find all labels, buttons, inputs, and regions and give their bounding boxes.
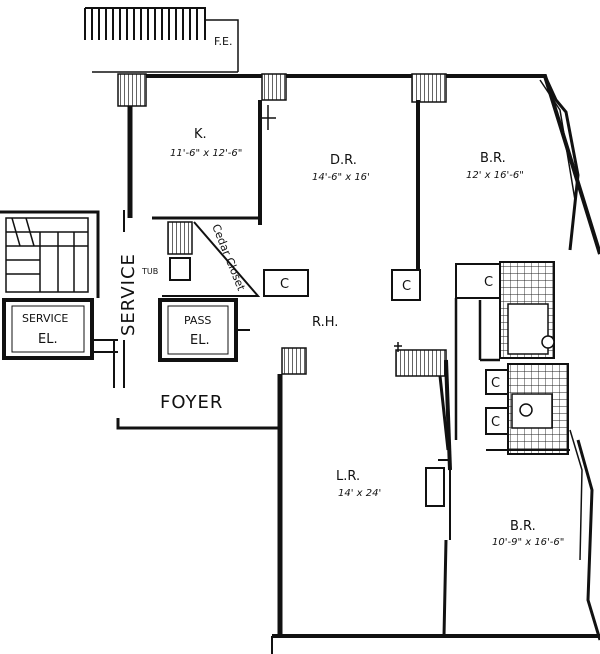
fire-escape-label: F.E. (214, 35, 233, 48)
service-elevator-label-el: EL. (38, 332, 58, 347)
tub-label: TUB (141, 267, 158, 276)
service-corridor-walls (113, 210, 280, 430)
bedroom-partitions (454, 298, 570, 451)
exterior-walls (117, 73, 600, 654)
pass-elevator-label-el: EL. (190, 333, 210, 348)
cedar-closet (162, 221, 261, 297)
fire-escape-stair (84, 7, 239, 73)
passenger-elevator (158, 298, 250, 362)
dining-room-dims: 14'-6" x 16' (312, 172, 370, 183)
closet-label-4: C (491, 376, 500, 391)
service-stair (0, 210, 100, 298)
service-elevator (2, 298, 118, 360)
dining-room-label: D.R. (330, 153, 357, 168)
cedar-closet-label: Cedar Closet (209, 222, 248, 293)
kitchen-dims: 11'-6" x 12'-6" (170, 148, 242, 159)
pass-elevator-label: PASS (184, 314, 211, 327)
closet-label-5: C (491, 415, 500, 430)
closet-label-2: C (402, 279, 411, 294)
kitchen-walls (127, 100, 276, 225)
bathrooms (478, 261, 569, 455)
living-room-label: L.R. (336, 469, 360, 484)
bedroom-1-label: B.R. (480, 151, 506, 166)
reception-hall-label: R.H. (312, 315, 338, 330)
service-elevator-label: SERVICE (22, 312, 68, 325)
bedroom-2-label: B.R. (510, 519, 536, 534)
foyer-label: FOYER (160, 392, 223, 413)
closet-label-1: C (280, 277, 289, 292)
living-room-walls (277, 342, 452, 637)
bedroom-1-dims: 12' x 16'-6" (466, 170, 524, 181)
service-label: SERVICE (118, 253, 139, 336)
kitchen-label: K. (194, 127, 207, 142)
living-room-dims: 14' x 24' (338, 488, 381, 499)
bedroom-2-dims: 10'-9" x 16'-6" (492, 537, 564, 548)
closet-label-3: C (484, 275, 493, 290)
